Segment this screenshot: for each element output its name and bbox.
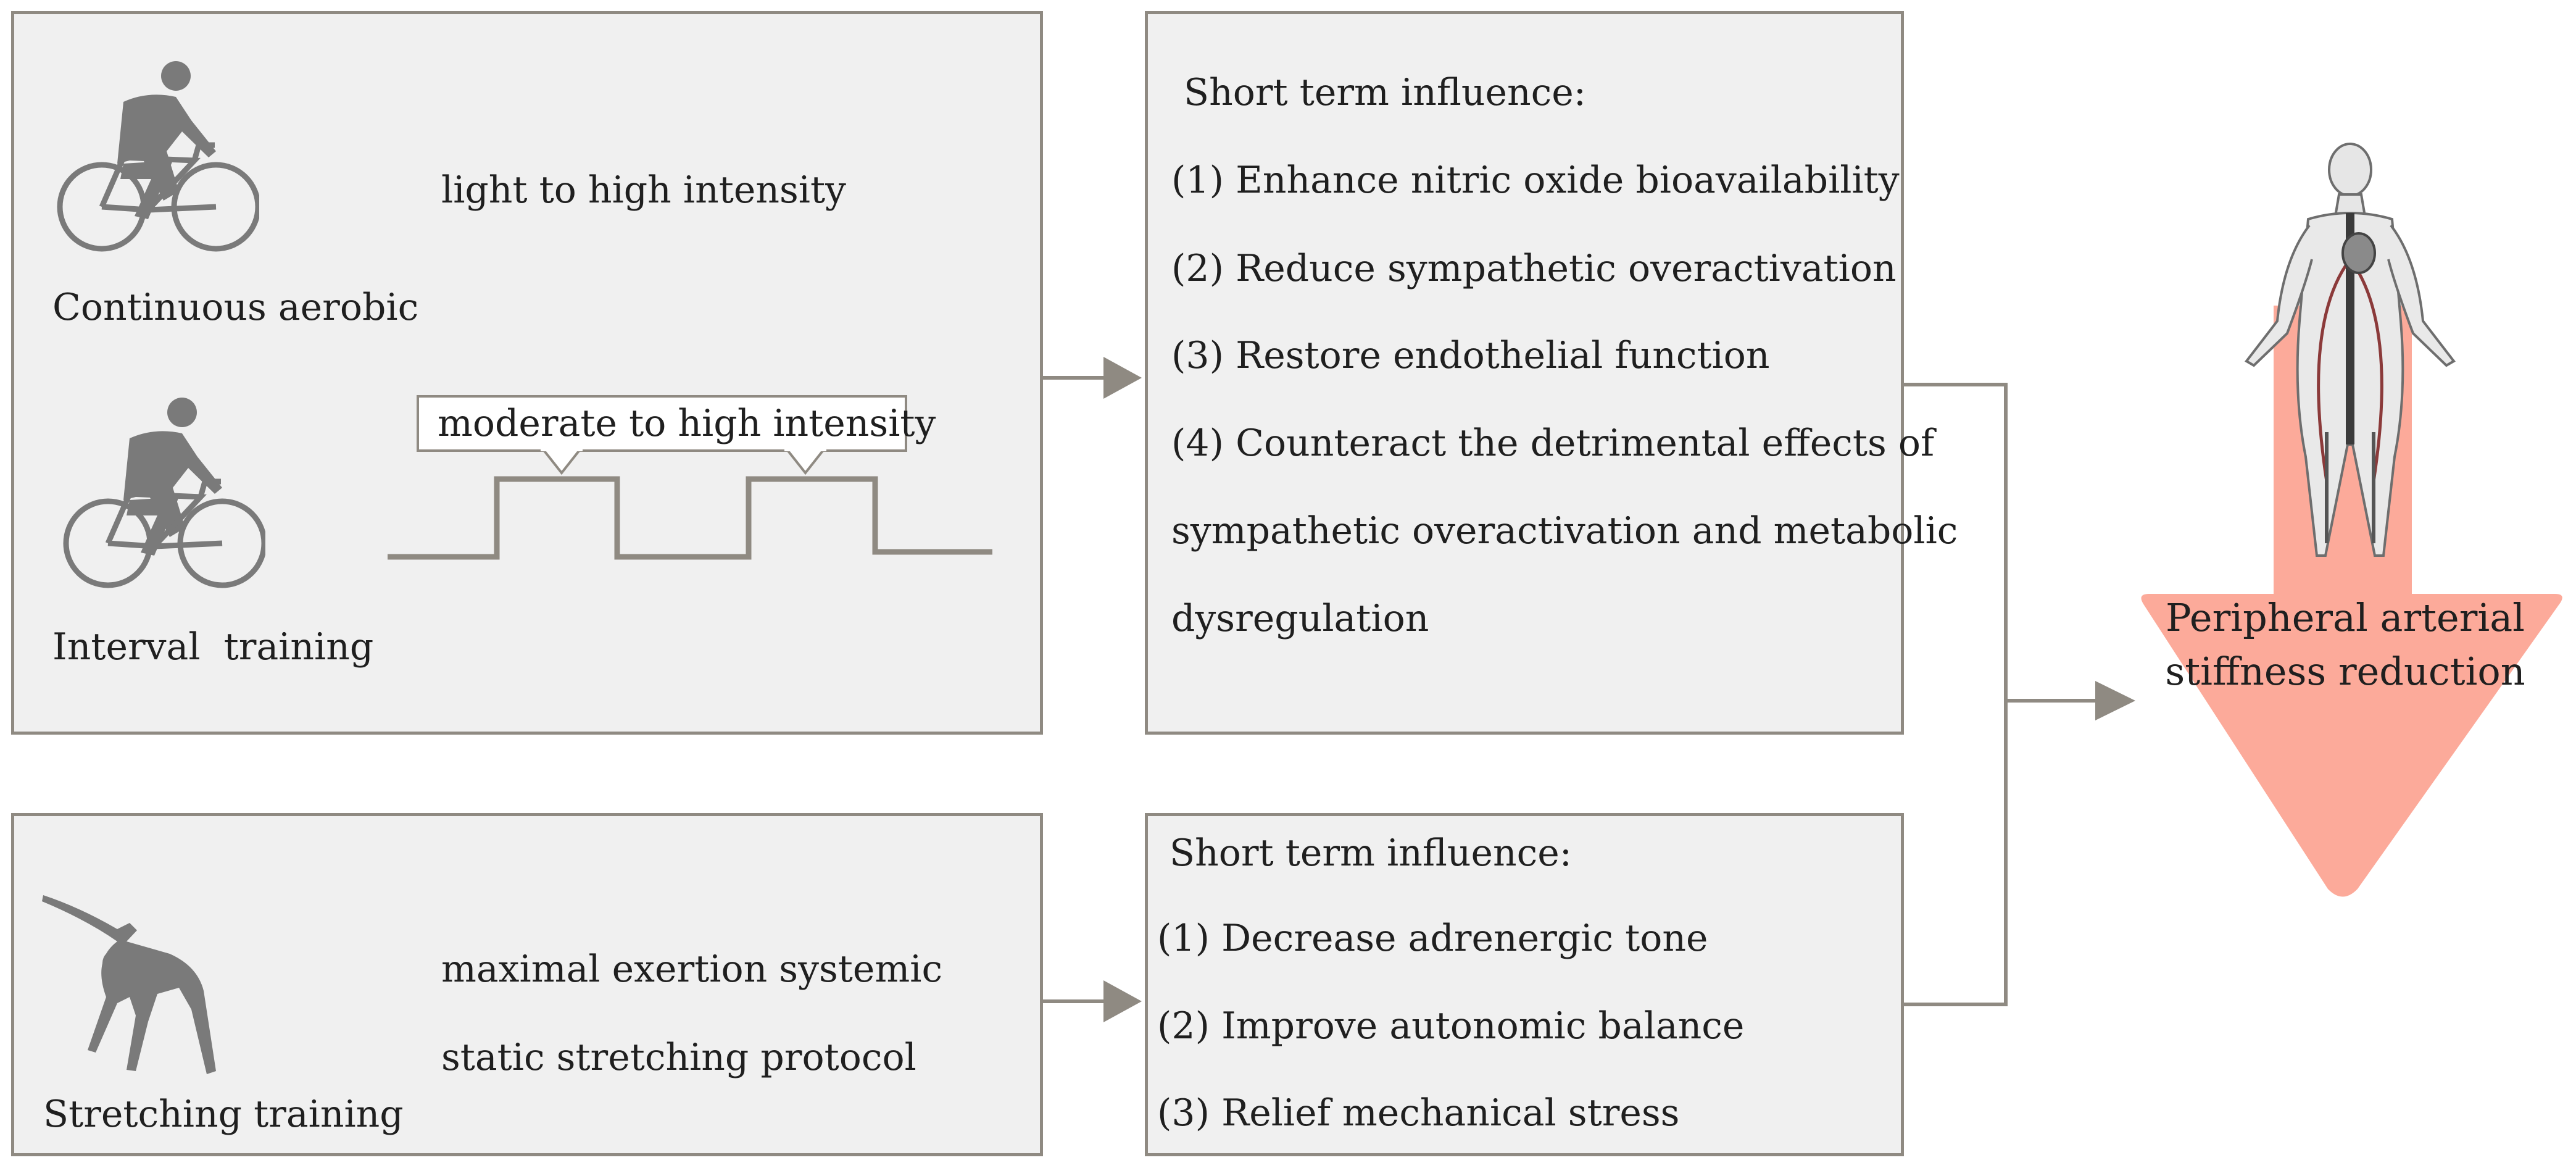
aerobic-influence-item: (3) Restore endothelial function: [1171, 334, 1770, 377]
cyclist-icon: [57, 61, 259, 252]
stretching-influence-item: (1) Decrease adrenergic tone: [1157, 917, 1708, 960]
stretching-protocol-line: maximal exertion systemic: [441, 948, 943, 991]
aerobic-influence-item: (1) Enhance nitric oxide bioavailability: [1171, 159, 1900, 202]
cyclist-icon: [63, 398, 265, 588]
interval-training-label: Interval training: [52, 625, 374, 669]
stretching-influence-item: (2) Improve autonomic balance: [1157, 1004, 1745, 1048]
stretching-influence-heading: Short term influence:: [1170, 832, 1572, 875]
aerobic-influence-heading: Short term influence:: [1184, 71, 1586, 114]
stretching-influence-item: (3) Relief mechanical stress: [1157, 1091, 1680, 1135]
aerobic-influence-item: (2) Reduce sympathetic overactivation: [1171, 247, 1897, 290]
aerobic-influence-item: sympathetic overactivation and metabolic: [1171, 509, 1958, 553]
outcome-label-line: Peripheral arterial: [2165, 595, 2525, 640]
continuous-aerobic-label: Continuous aerobic: [52, 286, 419, 329]
interval-intensity-text: moderate to high intensity: [438, 402, 936, 445]
outcome-label-line: stiffness reduction: [2165, 648, 2525, 694]
human-vascular-system-icon: [2245, 143, 2456, 557]
interval-intensity-waveform: [388, 476, 992, 560]
continuous-intensity-text: light to high intensity: [441, 169, 846, 212]
arrow-head: [1103, 980, 1142, 1022]
arrow-head: [1103, 357, 1142, 399]
stretching-influence-panel: [1145, 813, 1904, 1156]
aerobic-influence-item: dysregulation: [1171, 597, 1429, 640]
stretching-protocol-line: static stretching protocol: [441, 1036, 916, 1079]
stretching-training-label: Stretching training: [43, 1093, 404, 1136]
aerobic-influence-item: (4) Counteract the detrimental effects o…: [1171, 422, 1935, 465]
outcome-label: Peripheral arterial stiffness reduction: [2142, 591, 2549, 699]
arrow-head: [2095, 681, 2135, 720]
interval-intensity-callout: moderate to high intensity: [417, 395, 936, 452]
stretching-person-icon: [42, 895, 216, 1074]
aerobic-influence-panel: [1145, 11, 1904, 735]
stiffness-reduction-arrow: [2141, 306, 2562, 897]
